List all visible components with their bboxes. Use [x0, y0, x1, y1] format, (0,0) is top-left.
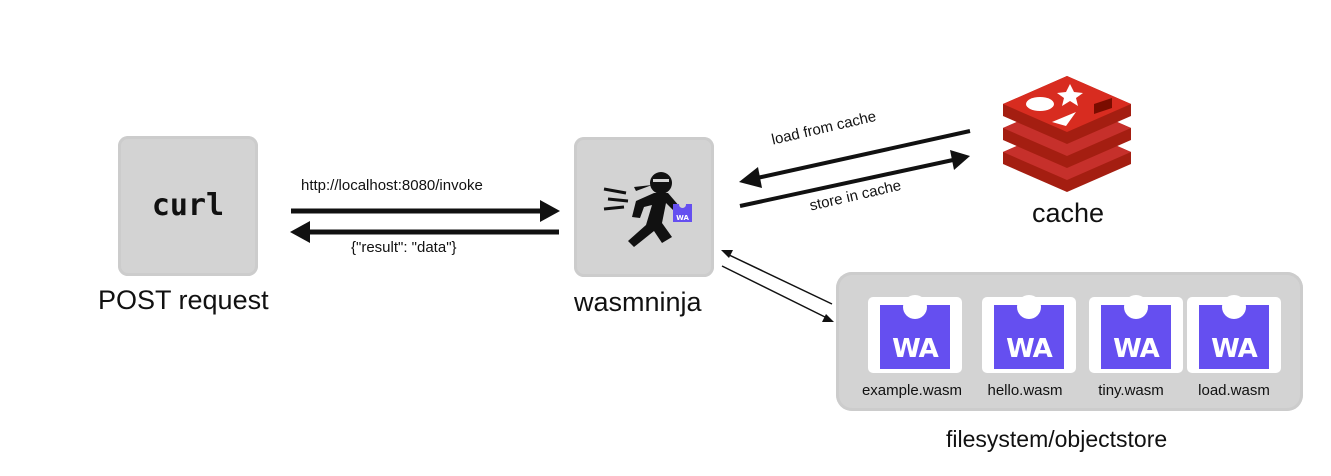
load-from-cache-arrow: [756, 129, 971, 180]
webassembly-logo-icon: WA: [1101, 295, 1171, 369]
wasm-file-name: hello.wasm: [987, 382, 1063, 399]
webassembly-logo-icon: WA: [1199, 295, 1269, 369]
storage-write-arrow: [721, 265, 828, 319]
wasm-badge-icon: WA: [673, 201, 692, 222]
webassembly-logo-icon: WA: [994, 295, 1064, 369]
wasm-file-name: load.wasm: [1198, 382, 1270, 399]
response-body-label: {"result": "data"}: [351, 239, 457, 256]
storage-caption: filesystem/objectstore: [946, 426, 1168, 452]
wasm-file-name: example.wasm: [861, 382, 963, 399]
wasm-file-name: tiny.wasm: [1098, 382, 1164, 399]
storage-read-arrow: [726, 253, 833, 305]
wasm-module-tile: WA: [1187, 295, 1281, 373]
wasm-module-tile: WA: [982, 295, 1076, 373]
wasm-module-tile: WA: [1089, 295, 1183, 373]
webassembly-logo-icon: WA: [880, 295, 950, 369]
client-box: curl: [118, 136, 258, 276]
wasm-module-tile: WA: [868, 295, 962, 373]
store-in-cache-arrow: [739, 158, 954, 208]
cache-caption: cache: [1032, 198, 1105, 228]
client-caption: POST request: [98, 285, 269, 315]
server-box: WA: [574, 137, 714, 277]
wasm-badge-text: WA: [676, 214, 689, 222]
request-url-label: http://localhost:8080/invoke: [301, 177, 483, 194]
curl-command: curl: [151, 188, 225, 223]
server-caption: wasmninja: [574, 287, 702, 317]
ninja-icon: [603, 172, 680, 247]
